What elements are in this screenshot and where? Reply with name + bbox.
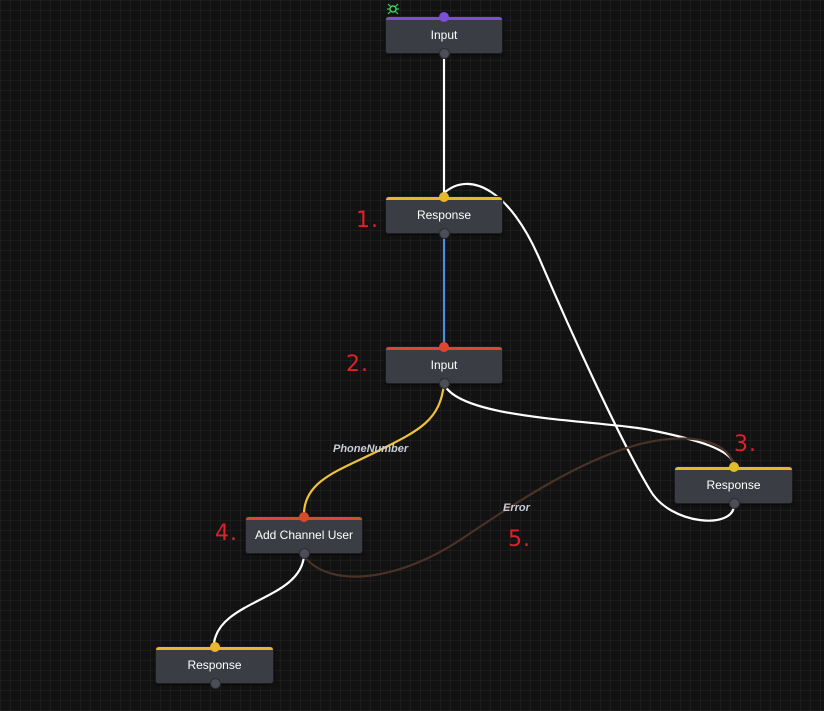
node-label: Add Channel User <box>254 528 354 542</box>
output-port[interactable] <box>439 228 450 239</box>
node-input-start[interactable]: Input <box>385 12 503 59</box>
edge-phonenumber[interactable] <box>302 383 446 514</box>
input-port[interactable] <box>439 192 449 202</box>
node-label: Input <box>430 28 458 42</box>
edge-addchannel-to-response[interactable] <box>212 555 306 644</box>
edge-input2-to-response3[interactable] <box>442 383 736 465</box>
input-port[interactable] <box>439 12 449 22</box>
output-port[interactable] <box>299 548 310 559</box>
step-number-3: 3. <box>734 432 757 457</box>
input-port[interactable] <box>439 342 449 352</box>
step-number-4: 4. <box>215 521 238 546</box>
input-port[interactable] <box>299 512 309 522</box>
node-response-3[interactable]: Response <box>674 462 793 509</box>
node-label: Response <box>416 208 472 222</box>
node-label: Input <box>430 358 458 372</box>
node-label: Response <box>706 478 761 492</box>
edge-label-error[interactable]: Error <box>503 502 530 514</box>
output-port[interactable] <box>439 48 450 59</box>
step-number-5: 5. <box>508 527 531 552</box>
output-port[interactable] <box>728 498 740 509</box>
step-number-2: 2. <box>346 352 369 377</box>
edge-error[interactable] <box>303 437 736 578</box>
input-port[interactable] <box>209 642 220 652</box>
output-port[interactable] <box>439 378 450 389</box>
step-number-1: 1. <box>356 208 379 233</box>
edge-response3-loop-to-response1[interactable] <box>443 182 736 522</box>
node-add-channel-user[interactable]: Add Channel User <box>245 512 363 559</box>
start-bug-icon <box>387 3 399 15</box>
node-label: Response <box>187 658 242 672</box>
node-response-1[interactable]: Response <box>385 192 503 239</box>
edge-label-phonenumber[interactable]: PhoneNumber <box>333 443 409 455</box>
input-port[interactable] <box>728 462 739 472</box>
node-response-bottom[interactable]: Response <box>155 642 274 689</box>
output-port[interactable] <box>209 678 221 689</box>
node-input-2[interactable]: Input <box>385 342 503 389</box>
